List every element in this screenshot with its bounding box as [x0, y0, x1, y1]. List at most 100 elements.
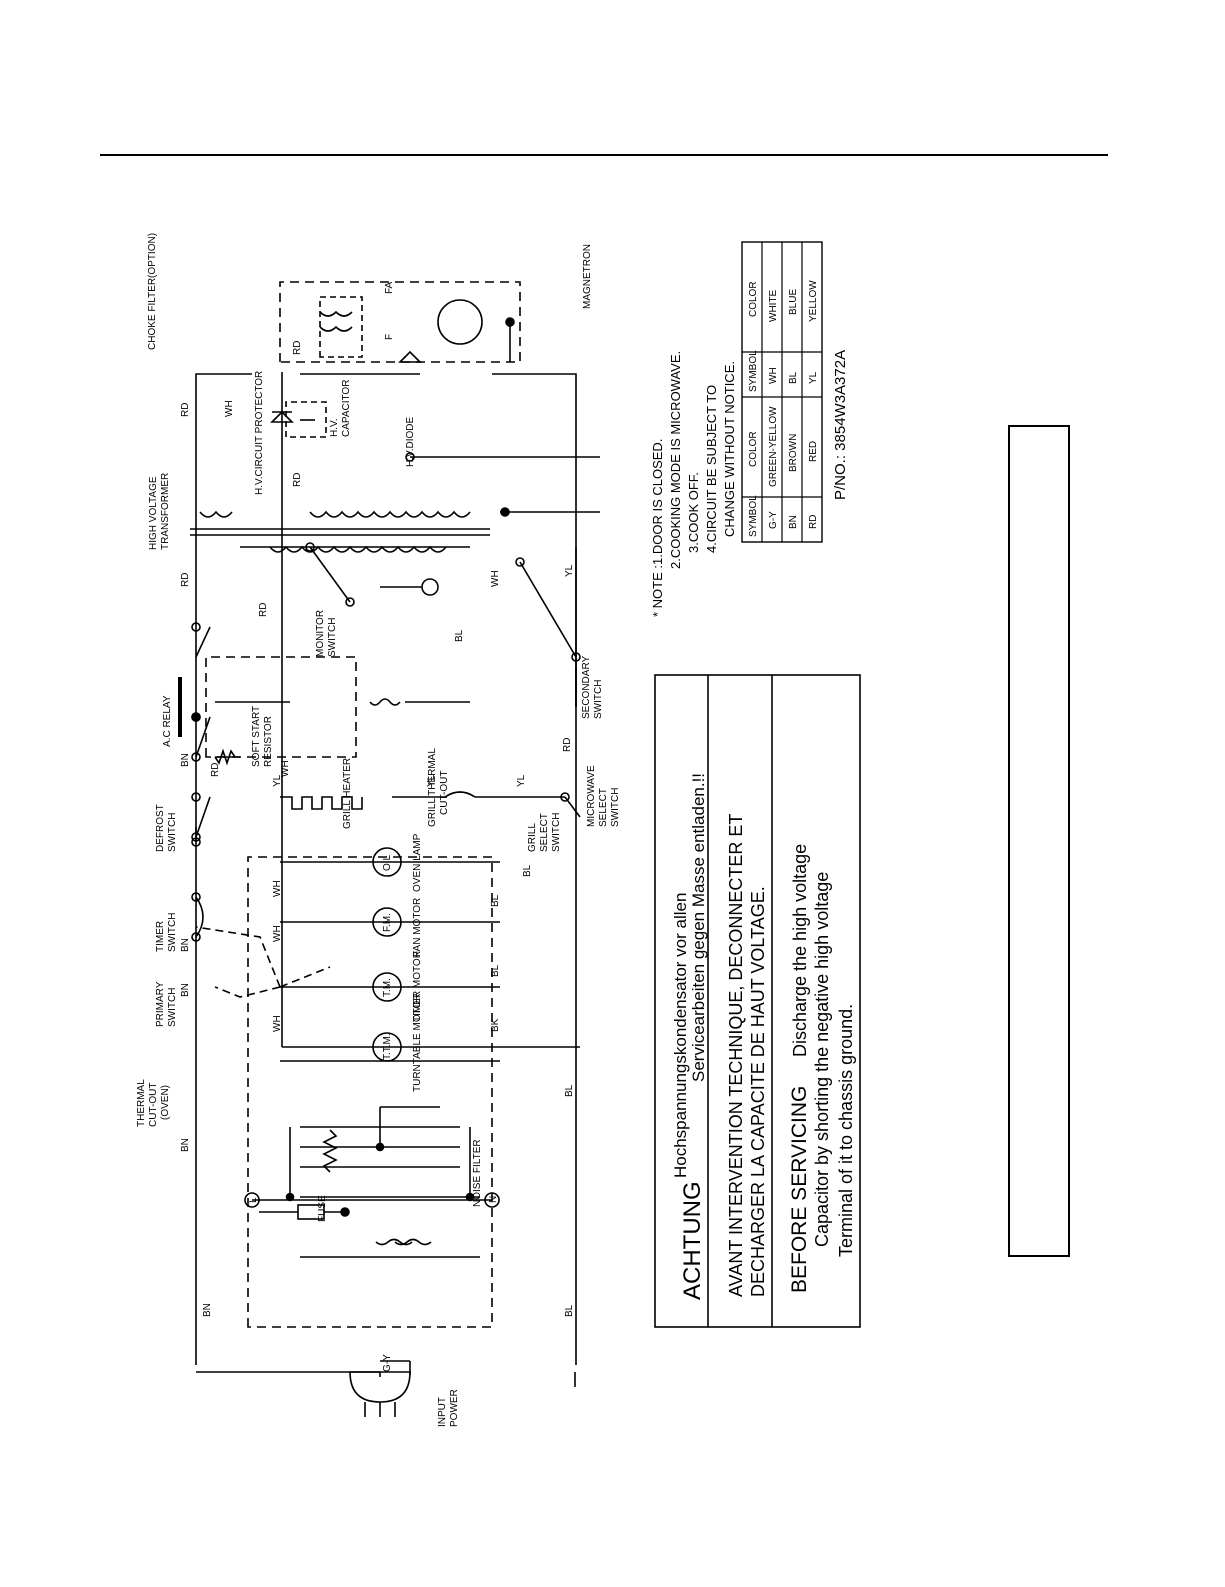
table-cell: BROWN	[788, 434, 799, 472]
grill-select-label-2: SELECT	[539, 813, 550, 852]
wire-label-wh-turntable: WH	[272, 1015, 283, 1032]
hv-transformer-secondary	[309, 510, 471, 518]
micro-select-label-3: SWITCH	[610, 788, 621, 827]
wire-bl-bottom	[492, 373, 577, 1365]
achtung-title: ACHTUNG	[679, 1181, 706, 1300]
wire-label-bn-plug: BN	[202, 1303, 213, 1317]
defrost-switch-label-1: DEFROST	[155, 804, 166, 852]
micro-select-label-2: SELECT	[598, 788, 609, 827]
wire-label-bl-lamp: BL	[522, 864, 533, 877]
turntable-motor-label: TURNTABLE MOTOR	[412, 993, 423, 1092]
wire-label-bn-primary: BN	[180, 983, 191, 997]
hv-circuit-protector-label: H.V.CIRCUIT PROTECTOR	[254, 371, 265, 495]
wire-label-yl-thermal: YL	[426, 774, 437, 787]
defrost-switch-label-2: SWITCH	[167, 813, 178, 852]
before-line-1: Discharge the high voltage	[790, 844, 810, 1057]
timer-switch-label-2: SWITCH	[167, 913, 178, 952]
noise-filter-label: NOISE FILTER	[472, 1139, 483, 1207]
wire-label-rd-monitor: RD	[258, 603, 269, 617]
header-rule	[100, 154, 1108, 156]
wire-label-wh-fan: WH	[272, 925, 283, 942]
ground-symbol	[421, 578, 439, 596]
choke-filter-label: CHOKE FILTER(OPTION)	[147, 233, 158, 350]
before-line-2: Capacitor by shorting the negative high …	[812, 872, 832, 1247]
turntable-motor-symbol: T.T.M.	[382, 1033, 393, 1060]
fan-motor-symbol: F.M.	[382, 913, 393, 932]
wire-label-yl-secondary: YL	[564, 564, 575, 577]
table-header-color-1: COLOR	[748, 431, 759, 467]
table-cell: YL	[808, 371, 819, 384]
note-line-1: * NOTE :1.DOOR IS CLOSED.	[650, 439, 665, 617]
wire-label-bl-timer: BL	[490, 964, 501, 977]
table-header-color-2: COLOR	[748, 281, 759, 317]
wire-label-bn-timer: BN	[180, 938, 191, 952]
table-cell: RED	[808, 441, 819, 462]
wire-label-bl-right: BL	[564, 1084, 575, 1097]
wire-label-yl-grill: YL	[272, 774, 283, 787]
table-cell: GREEN-YELLOW	[768, 406, 779, 487]
wire-label-rd-cap: RD	[292, 473, 303, 487]
hv-transformer-primary	[269, 545, 447, 553]
wire-label-rd-relay: RD	[180, 573, 191, 587]
plug-symbol	[349, 1371, 411, 1403]
grill-heater-label: GRILL HEATER	[342, 758, 353, 829]
input-power-label-1: INPUT	[437, 1397, 448, 1427]
secondary-switch-label-2: SWITCH	[593, 680, 604, 719]
wire-label-wh-secondary: WH	[490, 570, 501, 587]
wire-label-yl-select: YL	[516, 774, 527, 787]
hv-diode-label: H.V.DIODE	[405, 416, 416, 467]
wire-label-bl-monitor: BL	[454, 629, 465, 642]
part-number: P/NO.: 3854W3A372A	[832, 350, 849, 500]
timer-motor-label: TIMER MOTOR	[412, 951, 423, 1022]
table-cell: G-Y	[768, 511, 779, 529]
soft-start-label-2: RESISTOR	[263, 716, 274, 767]
achtung-line-2: Servicearbeiten gegen Masse entladen.!!	[689, 773, 708, 1082]
table-cell: BLUE	[788, 289, 799, 315]
blank-frame	[1008, 425, 1070, 1257]
grill-thermal-label-1: GRILL THERMAL	[427, 748, 438, 827]
primary-switch-label-2: SWITCH	[167, 988, 178, 1027]
fan-motor-label: FAN MOTOR	[412, 898, 423, 957]
wire-label-rd-top: RD	[180, 403, 191, 417]
wire-label-rd-micro: RD	[562, 738, 573, 752]
monitor-switch-label-2: SWITCH	[327, 618, 338, 657]
wire-label-bn-thermal: BN	[180, 1138, 191, 1152]
wire-label-wh-top: WH	[224, 400, 235, 417]
monitor-switch-label-1: MONITOR	[315, 610, 326, 657]
hv-capacitor-label-1: H.V.	[329, 418, 340, 437]
note-line-2: 2.COOKING MODE IS MICROWAVE.	[668, 351, 683, 569]
soft-start-label-1: SOFT START	[251, 706, 262, 767]
grill-select-label-3: SWITCH	[551, 813, 562, 852]
primary-switch-label-1: PRIMARY	[155, 981, 166, 1027]
micro-select-label-1: MICROWAVE	[586, 765, 597, 827]
fa-label: FA	[384, 281, 395, 294]
hv-transformer-label-1: HIGH VOLTAGE	[148, 476, 159, 550]
table-cell: WH	[768, 367, 779, 384]
note-line-3: 3.COOK OFF.	[686, 472, 701, 553]
wire-label-rd-choke: RD	[292, 341, 303, 355]
terminal-n-label: N	[488, 1196, 499, 1203]
secondary-switch-label-1: SECONDARY	[581, 656, 592, 719]
thermal-cutout-label-3: (OVEN)	[160, 1085, 171, 1120]
achtung-line-1: Hochspannungskondensator vor allen	[671, 893, 690, 1178]
avant-line-2: DECHARGER LA CAPACITE DE HAUT VOLTAGE.	[748, 886, 768, 1297]
terminal-l-label: L	[248, 1197, 259, 1203]
color-table: SYMBOL COLOR SYMBOL COLOR G-Y GREEN-YELL…	[741, 241, 823, 543]
before-line-3: Terminal of it to chassis ground.	[836, 1004, 856, 1257]
avant-line-1: AVANT INTERVENTION TECHNIQUE, DECONNECTE…	[726, 814, 746, 1297]
hv-capacitor-label-2: CAPACITOR	[341, 380, 352, 437]
wire-label-bn-relay: BN	[180, 753, 191, 767]
table-cell: YELLOW	[808, 280, 819, 322]
wire-label-wh-lamp: WH	[272, 880, 283, 897]
wire-bn-top	[195, 373, 252, 1365]
hv-transformer-label-2: TRANSFORMER	[160, 473, 171, 550]
magnetron-symbol	[437, 299, 483, 345]
f-label: F	[384, 334, 395, 340]
thermal-cutout-label-1: THERMAL	[136, 1079, 147, 1127]
table-cell: WHITE	[768, 289, 779, 322]
warning-box: ACHTUNG Hochspannungskondensator vor all…	[654, 674, 861, 1328]
before-title: BEFORE SERVICING	[788, 1086, 811, 1293]
wire-label-wh-relay: WH	[280, 760, 291, 777]
ground-label: G-Y	[382, 1354, 393, 1372]
